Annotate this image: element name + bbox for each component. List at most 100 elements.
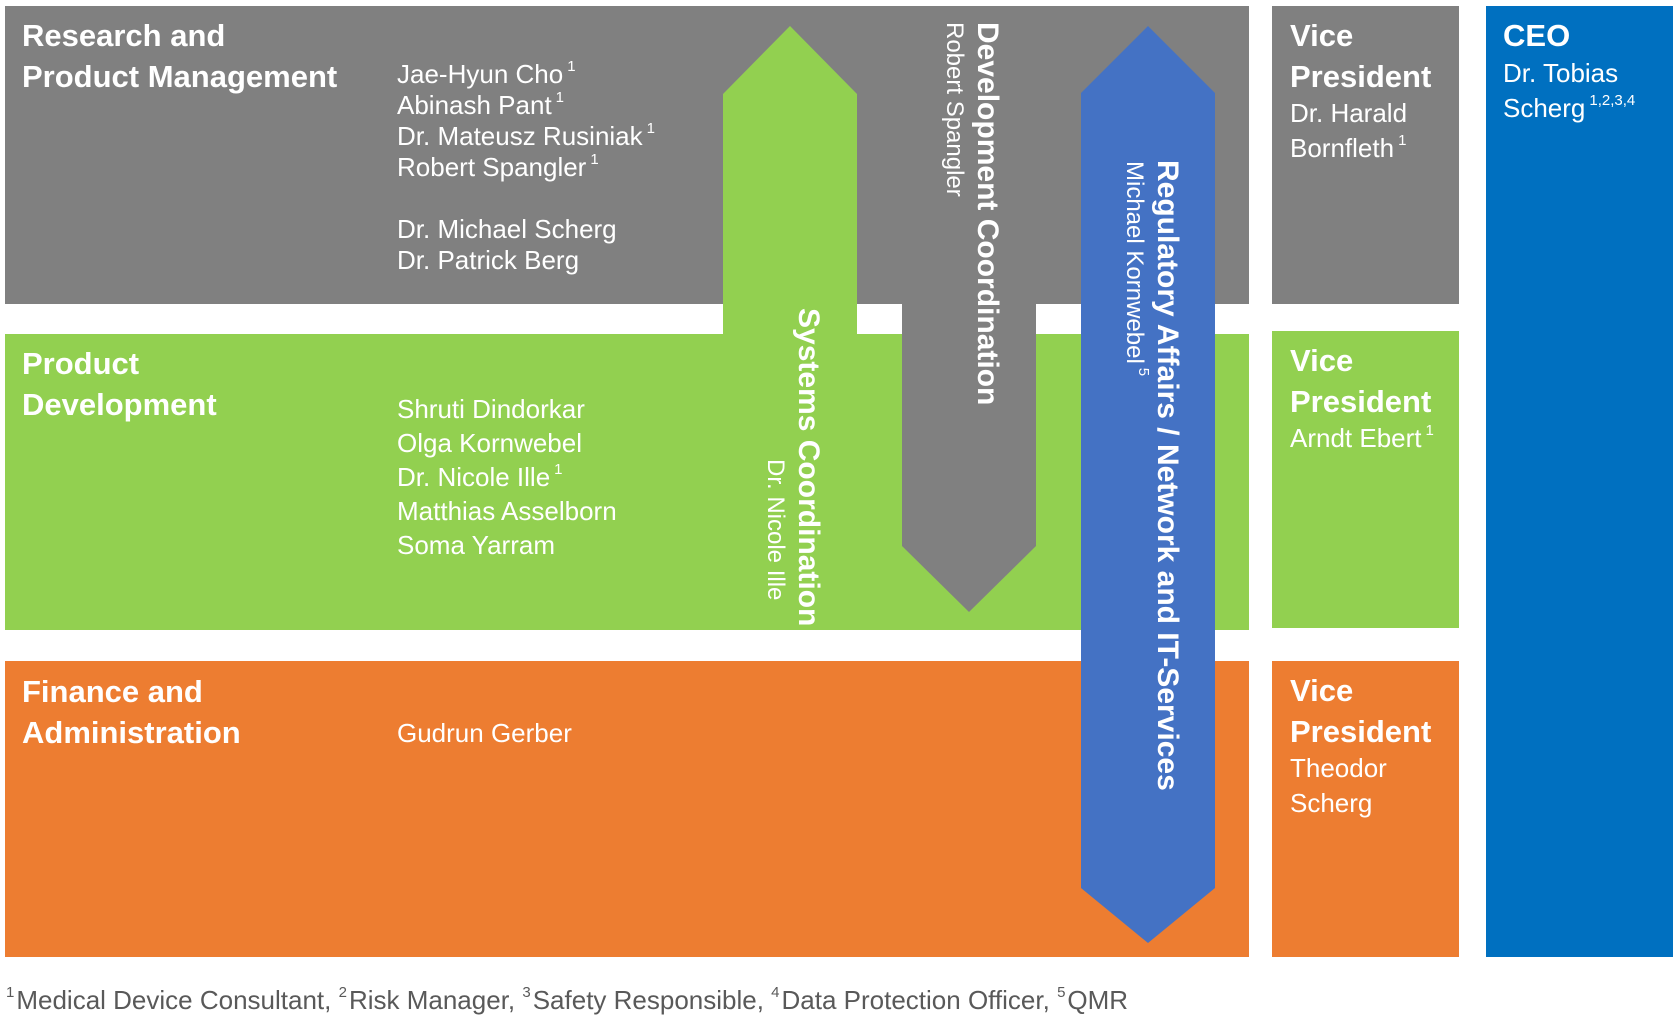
regulatory-affairs-arrow xyxy=(1081,26,1215,943)
vp-title-line: President xyxy=(1290,59,1432,94)
member-item: Olga Kornwebel xyxy=(397,426,617,460)
member-item: Dr. Michael Scherg xyxy=(397,214,655,245)
vp-box-product-development xyxy=(1272,331,1459,628)
ceo-name-line: Dr. Tobias xyxy=(1503,58,1619,88)
dept-title-line: Development xyxy=(22,387,217,422)
dept-title-line: Product Management xyxy=(22,59,338,94)
vp-title-line: Vice xyxy=(1290,18,1354,53)
member-name: Abinash Pant xyxy=(397,90,552,120)
regulatory-affairs-label: Regulatory Affairs / Network and IT-Serv… xyxy=(1119,160,1185,791)
systems-coordination-arrow xyxy=(723,26,857,620)
ceo-box xyxy=(1486,6,1673,957)
arrow-lead-footnote-mark: 5 xyxy=(1135,367,1152,377)
member-name: Dr. Mateusz Rusiniak xyxy=(397,121,643,151)
footnote-mark: 5 xyxy=(1057,984,1066,1001)
arrow-lead-text: Michael Kornwebel xyxy=(1121,161,1148,364)
member-item: Shruti Dindorkar xyxy=(397,392,617,426)
footnote-mark: 1 xyxy=(6,984,15,1001)
vp-title-line: President xyxy=(1290,714,1432,749)
vp-box-research xyxy=(1272,6,1459,304)
member-spacer xyxy=(397,183,655,214)
ceo-title-text: CEO xyxy=(1503,18,1571,53)
dept-title-finance: Finance and Administration xyxy=(22,671,241,753)
member-footnote-mark: 1 xyxy=(646,120,655,137)
member-item: Gudrun Gerber xyxy=(397,718,572,749)
member-item: Soma Yarram xyxy=(397,528,617,562)
footnote-text: Safety Responsible, xyxy=(532,985,772,1015)
member-name: Olga Kornwebel xyxy=(397,428,582,458)
members-finance: Gudrun Gerber xyxy=(397,718,572,749)
vp-title-line: President xyxy=(1290,384,1432,419)
vp-name-line: Dr. Harald xyxy=(1290,98,1408,128)
dept-title-line: Finance and xyxy=(22,674,203,709)
footnote-text: Data Protection Officer, xyxy=(781,985,1058,1015)
member-name: Robert Spangler xyxy=(397,152,587,182)
ceo-title: CEO xyxy=(1503,15,1570,56)
member-name: Soma Yarram xyxy=(397,530,555,560)
member-footnote-mark: 1 xyxy=(590,151,599,168)
vp-name-line: Scherg xyxy=(1290,788,1373,818)
dept-title-line: Research and xyxy=(22,18,226,53)
footnote-mark: 4 xyxy=(771,984,780,1001)
member-name: Gudrun Gerber xyxy=(397,718,572,748)
arrow-lead: Dr. Nicole Ille xyxy=(762,459,789,601)
member-name: Matthias Asselborn xyxy=(397,496,617,526)
dept-title-line: Administration xyxy=(22,715,241,750)
ceo-footnote-mark: 1,2,3,4 xyxy=(1589,92,1636,109)
member-item: Matthias Asselborn xyxy=(397,494,617,528)
footnote-text: Risk Manager, xyxy=(348,985,523,1015)
vp-name-text: Arndt Ebert xyxy=(1290,423,1422,453)
arrow-lead: Robert Spangler xyxy=(941,22,968,197)
member-name: Dr. Patrick Berg xyxy=(397,245,580,275)
arrow-title: Systems Coordination xyxy=(792,308,825,627)
footnote: 1Medical Device Consultant, 2Risk Manage… xyxy=(6,985,1128,1016)
footnote-mark: 2 xyxy=(338,984,347,1001)
dept-title-product-development: Product Development xyxy=(22,343,217,425)
development-coordination-label: Development Coordination Robert Spangler xyxy=(939,22,1005,405)
vp-box-finance xyxy=(1272,661,1459,957)
member-footnote-mark: 1 xyxy=(554,461,563,478)
dept-title-line: Product xyxy=(22,346,140,381)
arrow-lead: Michael Kornwebel 5 xyxy=(1119,161,1152,791)
vp-footnote-mark: 1 xyxy=(1398,132,1407,149)
member-name: Jae-Hyun Cho xyxy=(397,59,564,89)
arrow-title: Development Coordination xyxy=(971,22,1004,406)
band-research xyxy=(5,6,1249,304)
member-footnote-mark: 1 xyxy=(567,58,576,75)
member-item: Dr. Patrick Berg xyxy=(397,245,655,276)
vp-title-finance: Vice President xyxy=(1290,670,1431,752)
vp-name-finance: Theodor Scherg xyxy=(1290,751,1387,821)
footnote-text: QMR xyxy=(1067,985,1129,1015)
vp-title-line: Vice xyxy=(1290,673,1354,708)
member-footnote-mark: 1 xyxy=(555,89,565,106)
development-coordination-arrow xyxy=(902,6,1036,612)
footnote-mark: 3 xyxy=(522,984,531,1001)
vp-footnote-mark: 1 xyxy=(1425,422,1434,439)
vp-title-line: Vice xyxy=(1290,343,1354,378)
vp-title-research: Vice President xyxy=(1290,15,1431,97)
ceo-name-text: Scherg xyxy=(1503,93,1586,123)
member-name: Dr. Michael Scherg xyxy=(397,214,617,244)
band-finance xyxy=(5,661,1249,957)
vp-title-product-development: Vice President xyxy=(1290,340,1431,422)
member-name: Shruti Dindorkar xyxy=(397,394,585,424)
vp-name-text: Bornfleth xyxy=(1290,133,1395,163)
footnote-text: Medical Device Consultant, xyxy=(16,985,339,1015)
member-name: Dr. Nicole Ille xyxy=(397,462,551,492)
vp-name-line: Theodor xyxy=(1290,753,1387,783)
band-product-development xyxy=(5,334,1249,630)
dept-title-research: Research and Product Management xyxy=(22,15,337,97)
members-product-development: Shruti Dindorkar Olga Kornwebel Dr. Nico… xyxy=(397,392,617,562)
